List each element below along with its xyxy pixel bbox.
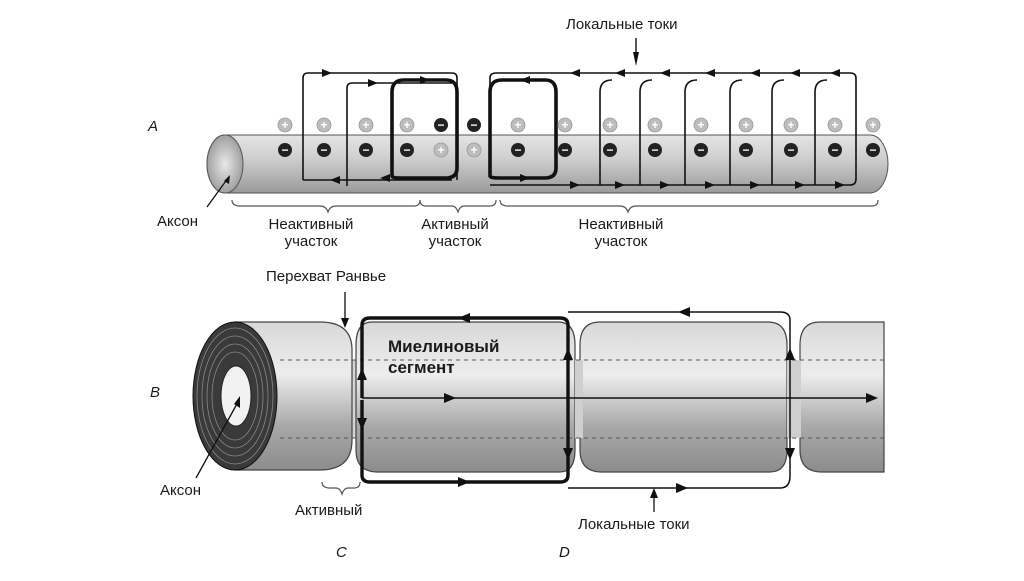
current-arrows-a (322, 52, 845, 189)
active-brace-b (321, 481, 361, 496)
current-arrows-b (357, 307, 878, 493)
node-gap-2 (787, 360, 801, 438)
svg-text:+: + (606, 118, 613, 132)
svg-text:+: + (281, 118, 288, 132)
inactive-right-line1: Неактивный (578, 216, 664, 233)
panel-b (192, 292, 885, 512)
panel-a: + + + + + + + + + + + + + + + − − − − − − − − − − − −… (206, 38, 889, 214)
local-currents-pointer-head-b (650, 488, 658, 498)
current-loop-right-bold (488, 78, 558, 180)
svg-text:−: − (470, 118, 477, 132)
axon-pointer-head-a (224, 175, 230, 184)
region-braces-a (231, 199, 879, 214)
svg-text:+: + (437, 143, 444, 157)
svg-text:−: − (869, 143, 876, 157)
axon-end-b (220, 365, 252, 427)
svg-text:−: − (787, 143, 794, 157)
active-line1: Активный (421, 216, 489, 233)
svg-text:−: − (403, 143, 410, 157)
inactive-right-line2: участок (594, 233, 648, 250)
svg-text:−: − (697, 143, 704, 157)
axon-pointer-head-b (234, 396, 240, 408)
node-of-ranvier-label: Перехват Ранвье (266, 268, 387, 285)
svg-text:+: + (561, 118, 568, 132)
svg-text:−: − (831, 143, 838, 157)
panel-b-letter: B (150, 384, 161, 401)
local-currents-label-a: Локальные токи (566, 16, 678, 33)
svg-text:+: + (697, 118, 704, 132)
myelin-segment-label: Миелиновый сегмент (388, 336, 499, 378)
svg-text:+: + (514, 118, 521, 132)
active-line2: участок (428, 233, 482, 250)
svg-text:+: + (470, 143, 477, 157)
svg-text:−: − (362, 143, 369, 157)
myelin-segment-3 (799, 321, 885, 473)
svg-text:+: + (403, 118, 410, 132)
axon-pointer-a (206, 177, 229, 208)
axon-label-b: Аксон (160, 482, 202, 499)
local-currents-label-b: Локальные токи (578, 516, 690, 533)
inactive-left-line2: участок (284, 233, 338, 250)
inactive-left-label: Неактивный участок (256, 216, 366, 250)
svg-text:+: + (787, 118, 794, 132)
current-loops-right (489, 72, 857, 186)
svg-text:+: + (869, 118, 876, 132)
current-loop-left-bold (390, 78, 459, 180)
letter-d: D (559, 544, 570, 561)
svg-text:+: + (320, 118, 327, 132)
svg-text:−: − (606, 143, 613, 157)
svg-text:+: + (831, 118, 838, 132)
active-label-b: Активный (295, 502, 363, 519)
inactive-right-label: Неактивный участок (561, 216, 681, 250)
charges-outside: + + + + + + + + + + + + + + + − − − − − − − − − − − −… (277, 117, 881, 158)
node-pointer-head (341, 318, 349, 328)
myelin-ring-lines (196, 327, 274, 465)
axon-end-a (206, 134, 244, 194)
svg-text:−: − (561, 143, 568, 157)
inactive-left-line1: Неактивный (268, 216, 354, 233)
svg-text:−: − (651, 143, 658, 157)
svg-text:−: − (437, 118, 444, 132)
node-gap-1 (575, 360, 583, 438)
myelin-segment-2 (579, 321, 788, 473)
myelin-line1: Миелиновый (388, 337, 500, 356)
svg-text:+: + (742, 118, 749, 132)
current-loops-left (302, 72, 458, 186)
axon-pointer-b (195, 401, 239, 479)
svg-text:−: − (514, 143, 521, 157)
axon-label-a: Аксон (157, 213, 199, 230)
svg-text:−: − (281, 143, 288, 157)
svg-text:+: + (362, 118, 369, 132)
myelin-line2: сегмент (388, 358, 455, 377)
active-region-label: Активный участок (405, 216, 505, 250)
svg-text:+: + (651, 118, 658, 132)
svg-text:−: − (742, 143, 749, 157)
current-loop-bold-b (360, 316, 570, 484)
letter-c: C (336, 544, 347, 561)
panel-a-letter: A (148, 118, 159, 135)
svg-text:−: − (320, 143, 327, 157)
